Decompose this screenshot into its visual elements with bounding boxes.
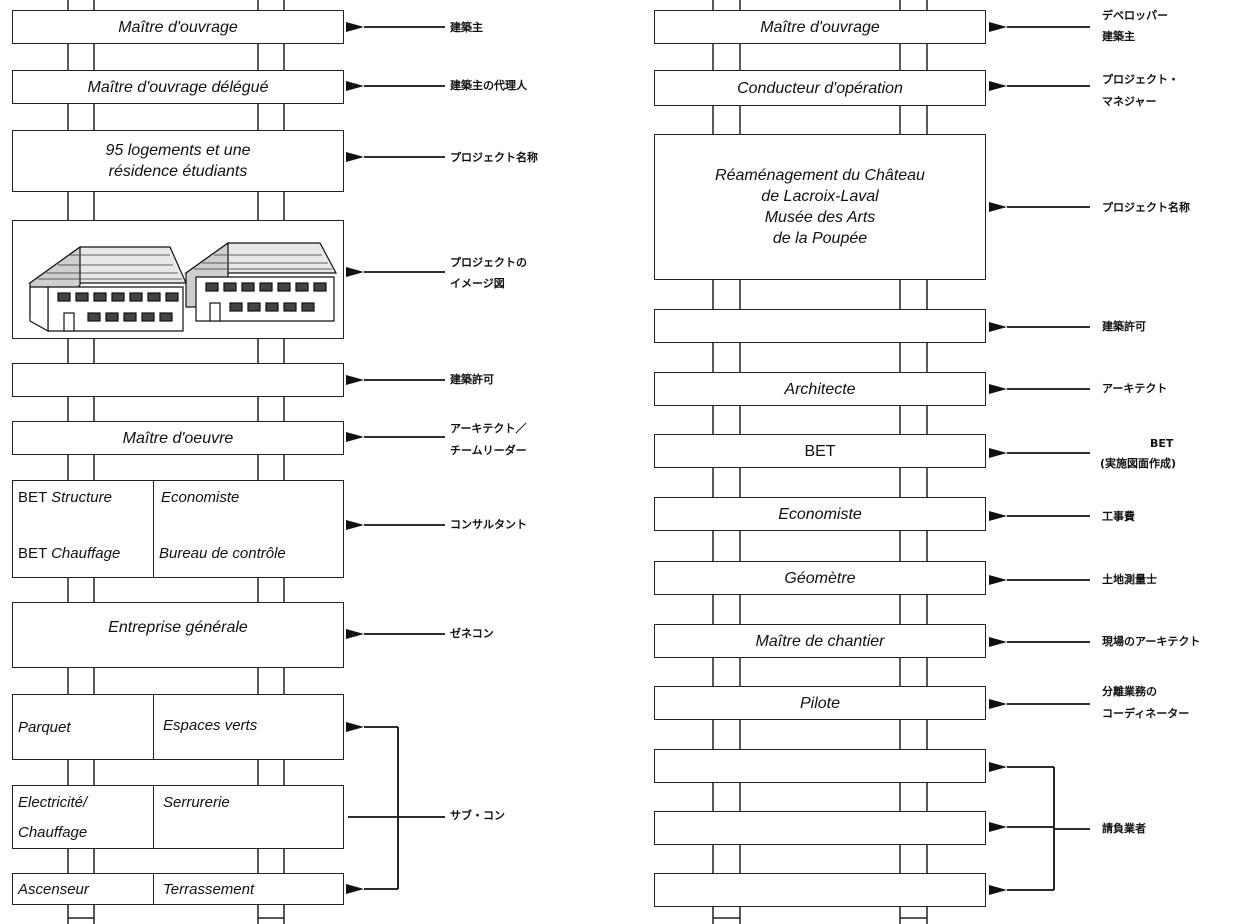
cell-espaces-verts: Espaces verts [163,717,258,734]
box-divider [153,786,154,848]
box-pilote: Pilote [654,686,986,720]
box-label-line: résidence étudiants [108,163,248,180]
box-label: Maître d'ouvrage [760,18,880,36]
box-label-line: de la Poupée [772,230,868,247]
box-project-image [12,220,344,339]
label-jp: イメージ図 [450,277,505,290]
box-architecte: Architecte [654,372,986,406]
label-jp: 建築主 [450,21,483,34]
box-label: Entreprise générale [108,619,248,636]
box-label: Maître d'ouvrage [118,18,238,36]
box-label-line: de Lacroix-Laval [761,188,879,205]
box-maitre-ouvrage-delegue: Maître d'ouvrage délégué [12,70,344,104]
box-label: Conducteur d'opération [737,79,903,97]
box-project-name: 95 logements et une résidence étudiants [12,130,344,192]
box-label: Maître d'oeuvre [122,429,234,447]
box-conducteur-operation: Conducteur d'opération [654,70,986,106]
box-label: Architecte [784,380,856,398]
label-jp: 分離業務の [1102,685,1157,698]
cell-parquet: Parquet [18,719,71,736]
box-label-line: Réaménagement du Château [715,167,925,184]
label-jp: プロジェクト名称 [450,151,538,164]
label-jp: 現場のアーキテクト [1102,635,1201,648]
box-consultants: BET Structure Economiste BET Chauffage B… [12,480,344,578]
box-maitre-oeuvre: Maître d'oeuvre [12,421,344,455]
box-blank-3 [654,873,986,907]
left-arrows [346,22,445,894]
box-sub-2: Electricité/ Chauffage Serrurerie [12,785,344,849]
label-jp: マネジャー [1102,95,1157,108]
right-arrows [989,22,1090,895]
label-jp: アーキテクト／ [450,422,527,435]
box-maitre-ouvrage: Maître d'ouvrage [12,10,344,44]
label-jp: 土地測量士 [1102,573,1157,586]
label-jp: 建築主の代理人 [450,79,527,92]
cell-bet-chauffage: BET Chauffage [18,545,121,562]
label-jp: コンサルタント [450,518,527,531]
label-jp: プロジェクト名称 [1102,201,1190,214]
box-project-name-right: Réaménagement du Château de Lacroix-Lava… [654,134,986,280]
box-label: Economiste [778,505,862,523]
box-blank-2 [654,811,986,845]
label-jp: 請負業者 [1102,822,1146,835]
box-maitre-ouvrage-right: Maître d'ouvrage [654,10,986,44]
cell-bet-structure: BET Structure [18,489,112,506]
label-jp: 工事費 [1102,510,1135,523]
label-jp: 建築許可 [1102,320,1146,333]
box-divider [153,481,154,577]
cell-serrurerie: Serrurerie [163,794,230,811]
box-divider [153,695,154,759]
box-economiste: Economiste [654,497,986,531]
box-permit [12,363,344,397]
box-maitre-chantier: Maître de chantier [654,624,986,658]
box-label: Géomètre [784,569,856,587]
label-jp: コーディネーター [1102,707,1190,720]
box-divider [153,874,154,904]
box-sub-3: Ascenseur Terrassement [12,873,344,905]
box-permit-right [654,309,986,343]
box-geometre: Géomètre [654,561,986,595]
cell-ascenseur: Ascenseur [18,881,89,898]
label-jp: アーキテクト [1102,382,1168,395]
cell-bureau-controle: Bureau de contrôle [159,545,286,562]
box-label: Maître de chantier [755,632,885,650]
box-label: Maître d'ouvrage délégué [87,78,269,96]
label-jp: プロジェクト・ [1102,73,1179,86]
label-jp: (実施図面作成) [1100,457,1177,470]
box-blank-1 [654,749,986,783]
cell-terrassement: Terrassement [163,881,255,898]
box-entreprise-generale: Entreprise générale [12,602,344,668]
label-jp: ゼネコン [450,627,494,640]
label-jp: チームリーダー [450,444,527,457]
box-label-line: 95 logements et une [105,142,251,159]
label-jp: BET [1150,437,1174,450]
box-bet: BET [654,434,986,468]
label-jp: プロジェクトの [450,256,527,269]
cell-chauffage: Chauffage [18,824,88,841]
box-label: BET [804,442,836,460]
box-label-line: Musée des Arts [764,209,876,226]
label-jp: 建築許可 [450,373,494,386]
label-jp: サブ・コン [450,809,505,822]
box-label: Pilote [799,694,841,712]
label-jp: 建築主 [1102,30,1135,43]
house-buildings-illustration [28,241,337,332]
cell-electricite: Electricité/ [18,794,88,811]
cell-economiste: Economiste [161,489,240,506]
label-jp: デベロッパー [1102,9,1168,22]
box-sub-1: Parquet Espaces verts [12,694,344,760]
